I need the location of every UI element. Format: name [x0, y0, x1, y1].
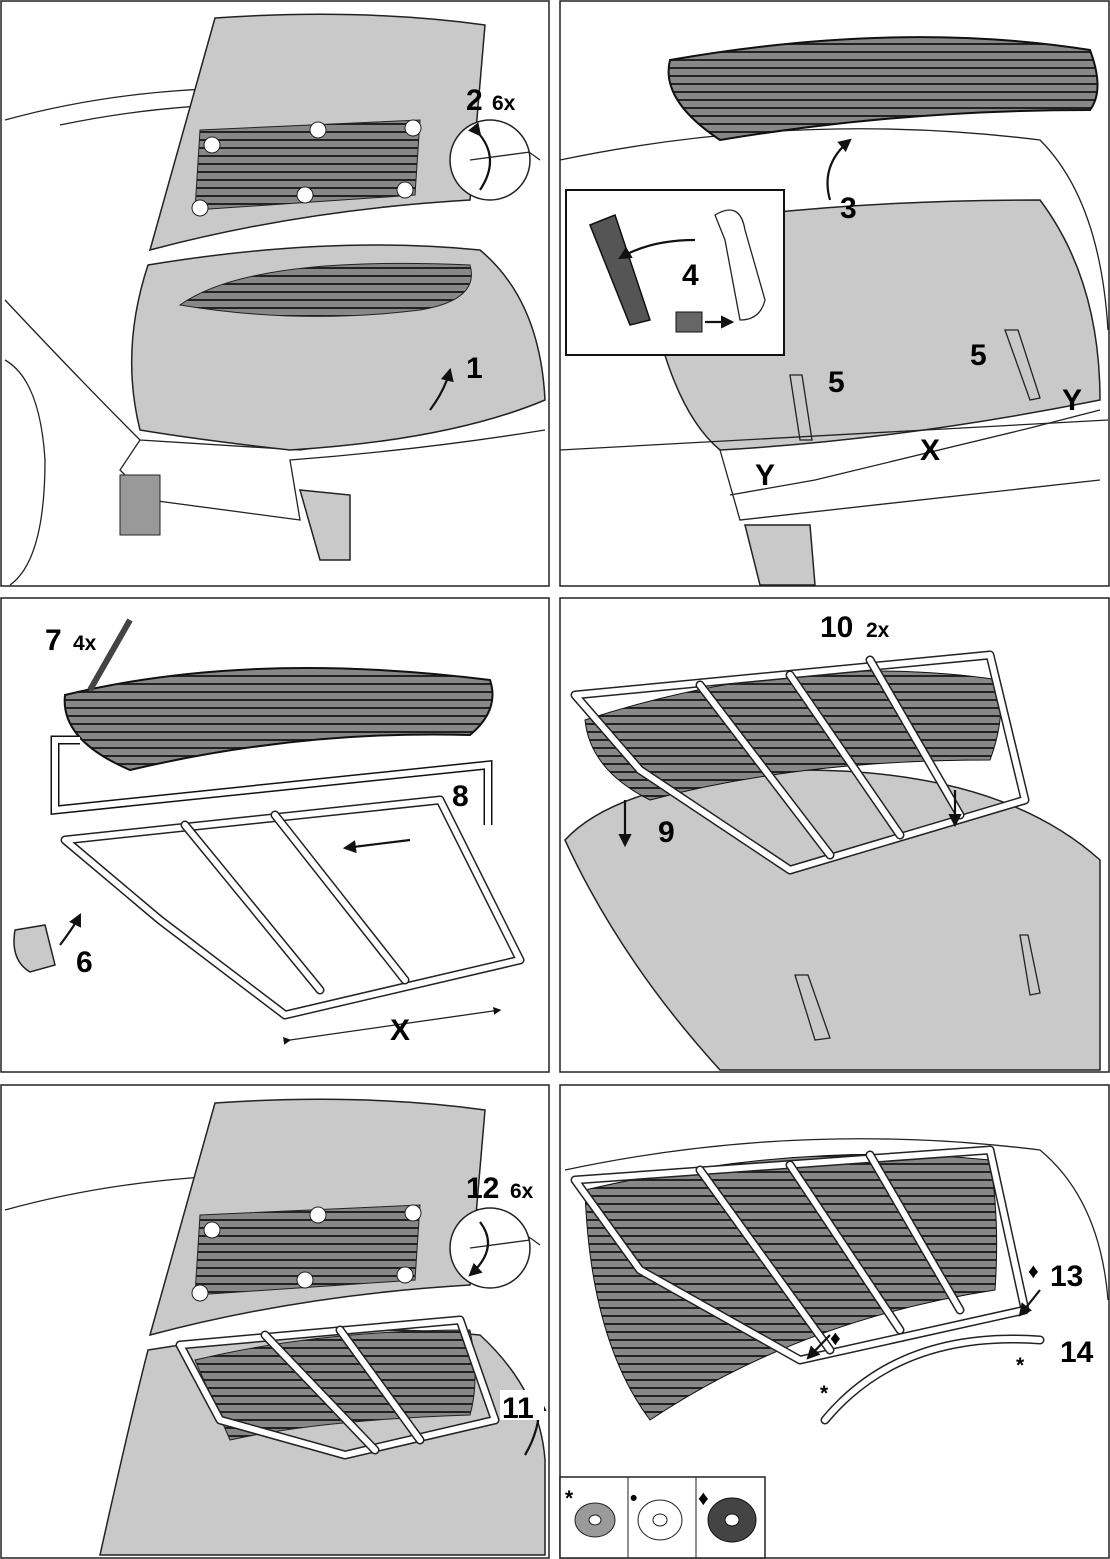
quantity-label: 4x — [73, 632, 97, 655]
step-7-label: 7 — [45, 624, 62, 657]
panel-6-fit-bumper-bar: * ♦ ♦ * 13 14 * • ♦ — [559, 1084, 1110, 1559]
detail-box-4 — [565, 189, 785, 356]
dimension-y-right: Y — [1062, 384, 1082, 417]
panel-1-open-engine-lid: 1 2 6x — [0, 0, 550, 587]
bolt-markers — [191, 119, 422, 217]
step-8-label: 8 — [452, 780, 469, 813]
arrow-1 — [429, 367, 454, 411]
marker-asterisk-left: * — [820, 1382, 829, 1405]
step-12-label: 12 — [466, 1172, 499, 1205]
panel-4-mount-rack: 10 2x 9 — [559, 597, 1110, 1073]
quantity-label: 6x — [492, 92, 516, 115]
step-6-label: 6 — [76, 946, 93, 979]
svg-text:•: • — [630, 1487, 637, 1510]
washer-legend: * • ♦ — [559, 1476, 766, 1559]
quantity-label: 6x — [510, 1180, 534, 1203]
step-11-label: 11 — [502, 1392, 534, 1425]
rear-grille — [178, 262, 472, 317]
marker-diamond-left: ♦ — [830, 1327, 841, 1350]
marker-asterisk-right: * — [1016, 1354, 1025, 1377]
panel-5-reinstall-lid: 12 6x 11 — [0, 1084, 550, 1559]
arrow-3 — [826, 138, 852, 201]
step-2-label: 2 — [466, 84, 483, 117]
exhaust — [119, 474, 161, 536]
step-10-label: 10 — [820, 611, 853, 644]
step-5-label-left: 5 — [828, 366, 845, 399]
step-3-label: 3 — [840, 192, 857, 225]
step-14-label: 14 — [1060, 1336, 1094, 1369]
legend-item-diamond-washer: ♦ — [698, 1487, 757, 1543]
step-9-label: 9 — [658, 816, 675, 849]
step-13-label: 13 — [1050, 1260, 1083, 1293]
svg-text:♦: ♦ — [698, 1487, 709, 1510]
panel-2-remove-grille-fit-brackets: 3 4 5 5 Y X Y — [559, 0, 1110, 587]
panel-3-prepare-rack: 7 4x 8 6 X — [0, 597, 550, 1073]
legend-item-dot-washer: • — [630, 1487, 683, 1541]
dimension-y-left: Y — [755, 459, 775, 492]
step-1-label: 1 — [466, 352, 483, 385]
step-5-label-right: 5 — [970, 339, 987, 372]
screwdriver — [87, 618, 133, 692]
legend-item-asterisk-washer: * — [565, 1487, 616, 1538]
svg-text:*: * — [565, 1487, 574, 1510]
marker-diamond-right: ♦ — [1028, 1260, 1039, 1283]
grille — [63, 667, 494, 772]
quantity-label: 2x — [866, 619, 890, 642]
step-4-label: 4 — [682, 259, 699, 292]
grille-removed — [667, 36, 1099, 142]
dimension-x: X — [920, 434, 940, 467]
dimension-x: X — [390, 1014, 410, 1047]
